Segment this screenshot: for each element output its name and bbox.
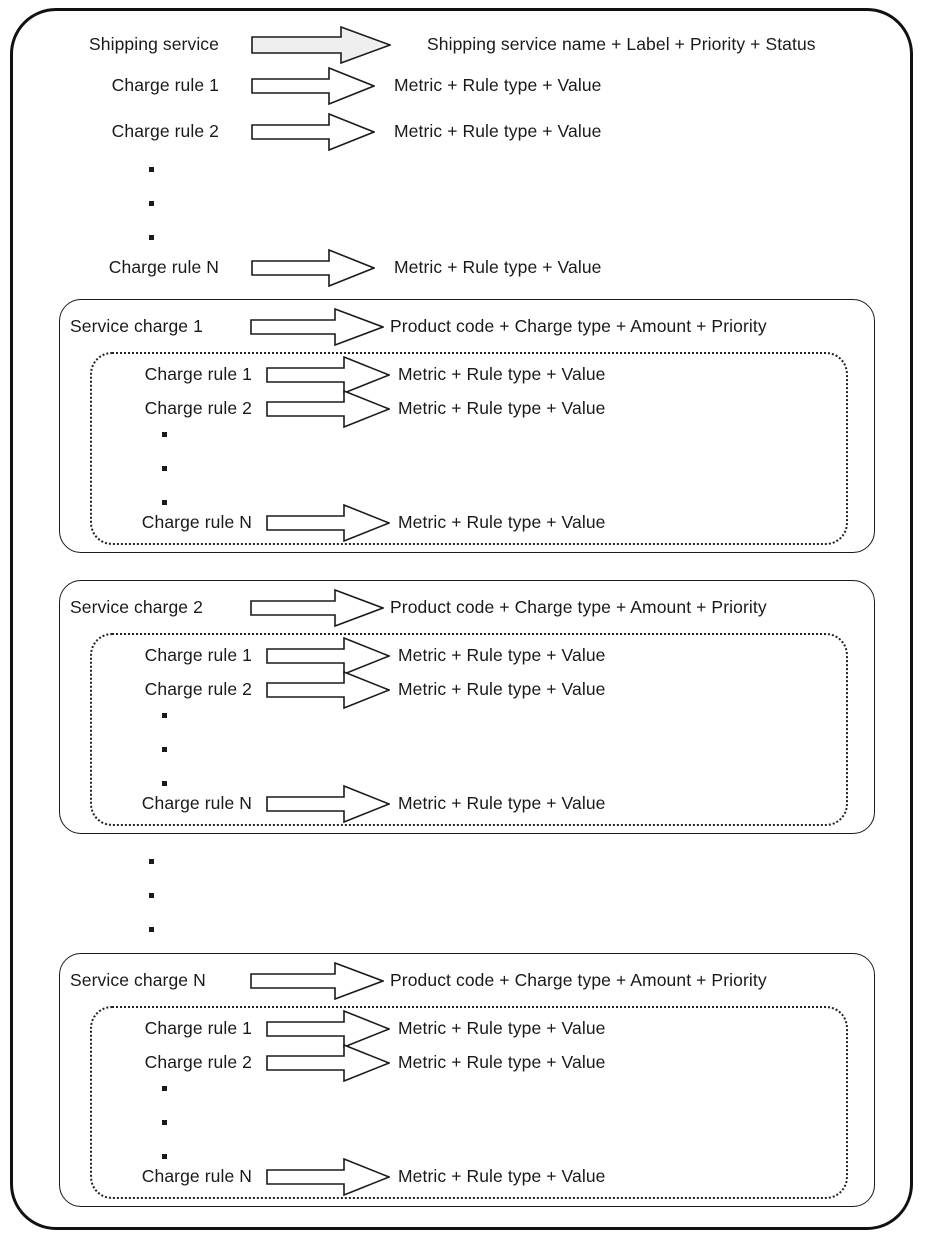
row-service-charge-2: Service charge 2 Product code + Charge t…: [60, 587, 874, 627]
row-shipping-service: Shipping service Shipping service name +…: [13, 24, 910, 64]
vertical-ellipsis-icon: [149, 859, 155, 932]
sc1-charge-rule-n-attributes: Metric + Rule type + Value: [398, 512, 606, 532]
sc1-charge-rule-2-label: Charge rule 2: [144, 398, 252, 418]
right-block-arrow-icon: [251, 113, 375, 151]
row-service-charge-n: Service charge N Product code + Charge t…: [60, 960, 874, 1000]
row-sc1-charge-rule-1: Charge rule 1 Metric + Rule type + Value: [92, 354, 846, 394]
row-sc2-charge-rule-n: Charge rule N Metric + Rule type + Value: [92, 783, 846, 823]
service-charge-2-rules-box: Charge rule 1 Metric + Rule type + Value…: [90, 633, 848, 826]
service-charge-n-rules-box: Charge rule 1 Metric + Rule type + Value…: [90, 1006, 848, 1199]
scn-charge-rule-n-label: Charge rule N: [141, 1166, 252, 1186]
row-sc2-charge-rule-1: Charge rule 1 Metric + Rule type + Value: [92, 635, 846, 675]
sc1-charge-rule-1-label: Charge rule 1: [144, 364, 252, 384]
sc1-charge-rule-1-attributes: Metric + Rule type + Value: [398, 364, 606, 384]
service-charge-2-attributes: Product code + Charge type + Amount + Pr…: [390, 597, 767, 617]
sc2-charge-rule-2-label: Charge rule 2: [144, 679, 252, 699]
service-charge-2-box: Service charge 2 Product code + Charge t…: [59, 580, 875, 834]
row-charge-rule-2: Charge rule 2 Metric + Rule type + Value: [13, 111, 910, 151]
shipping-service-label: Shipping service: [88, 34, 219, 54]
right-block-arrow-icon: [250, 308, 384, 346]
charge-rule-1-attributes: Metric + Rule type + Value: [394, 75, 602, 95]
service-charge-1-label: Service charge 1: [70, 316, 203, 336]
right-block-arrow-icon: [251, 26, 391, 64]
sc1-charge-rule-n-label: Charge rule N: [141, 512, 252, 532]
service-charge-1-rules-box: Charge rule 1 Metric + Rule type + Value…: [90, 352, 848, 545]
charge-rule-2-label: Charge rule 2: [111, 121, 219, 141]
service-charge-n-attributes: Product code + Charge type + Amount + Pr…: [390, 970, 767, 990]
row-scn-charge-rule-2: Charge rule 2 Metric + Rule type + Value: [92, 1042, 846, 1082]
right-block-arrow-icon: [250, 589, 384, 627]
right-block-arrow-icon: [266, 785, 390, 823]
service-charge-1-attributes: Product code + Charge type + Amount + Pr…: [390, 316, 767, 336]
right-block-arrow-icon: [251, 249, 375, 287]
row-charge-rule-1: Charge rule 1 Metric + Rule type + Value: [13, 65, 910, 105]
right-block-arrow-icon: [250, 962, 384, 1000]
right-block-arrow-icon: [266, 390, 390, 428]
right-block-arrow-icon: [266, 1010, 390, 1048]
sc2-charge-rule-n-label: Charge rule N: [141, 793, 252, 813]
sc2-charge-rule-1-attributes: Metric + Rule type + Value: [398, 645, 606, 665]
sc2-charge-rule-1-label: Charge rule 1: [144, 645, 252, 665]
row-sc1-charge-rule-2: Charge rule 2 Metric + Rule type + Value: [92, 388, 846, 428]
row-scn-charge-rule-n: Charge rule N Metric + Rule type + Value: [92, 1156, 846, 1196]
row-scn-charge-rule-1: Charge rule 1 Metric + Rule type + Value: [92, 1008, 846, 1048]
scn-charge-rule-2-label: Charge rule 2: [144, 1052, 252, 1072]
right-block-arrow-icon: [266, 504, 390, 542]
right-block-arrow-icon: [266, 356, 390, 394]
right-block-arrow-icon: [266, 671, 390, 709]
charge-rule-1-label: Charge rule 1: [111, 75, 219, 95]
charge-rule-n-label: Charge rule N: [108, 257, 219, 277]
scn-charge-rule-1-attributes: Metric + Rule type + Value: [398, 1018, 606, 1038]
shipping-service-attributes: Shipping service name + Label + Priority…: [427, 34, 816, 54]
service-charge-n-box: Service charge N Product code + Charge t…: [59, 953, 875, 1207]
charge-rule-n-attributes: Metric + Rule type + Value: [394, 257, 602, 277]
vertical-ellipsis-icon: [149, 167, 155, 240]
scn-charge-rule-1-label: Charge rule 1: [144, 1018, 252, 1038]
row-sc2-charge-rule-2: Charge rule 2 Metric + Rule type + Value: [92, 669, 846, 709]
right-block-arrow-icon: [251, 67, 375, 105]
scn-charge-rule-n-attributes: Metric + Rule type + Value: [398, 1166, 606, 1186]
service-charge-n-label: Service charge N: [70, 970, 206, 990]
service-charge-1-box: Service charge 1 Product code + Charge t…: [59, 299, 875, 553]
vertical-ellipsis-icon: [162, 432, 168, 505]
vertical-ellipsis-icon: [162, 1086, 168, 1159]
row-service-charge-1: Service charge 1 Product code + Charge t…: [60, 306, 874, 346]
right-block-arrow-icon: [266, 1044, 390, 1082]
scn-charge-rule-2-attributes: Metric + Rule type + Value: [398, 1052, 606, 1072]
sc2-charge-rule-2-attributes: Metric + Rule type + Value: [398, 679, 606, 699]
service-charge-2-label: Service charge 2: [70, 597, 203, 617]
vertical-ellipsis-icon: [162, 713, 168, 786]
shipping-service-container: Shipping service Shipping service name +…: [10, 8, 913, 1230]
sc2-charge-rule-n-attributes: Metric + Rule type + Value: [398, 793, 606, 813]
row-charge-rule-n: Charge rule N Metric + Rule type + Value: [13, 247, 910, 287]
right-block-arrow-icon: [266, 1158, 390, 1196]
right-block-arrow-icon: [266, 637, 390, 675]
sc1-charge-rule-2-attributes: Metric + Rule type + Value: [398, 398, 606, 418]
charge-rule-2-attributes: Metric + Rule type + Value: [394, 121, 602, 141]
row-sc1-charge-rule-n: Charge rule N Metric + Rule type + Value: [92, 502, 846, 542]
